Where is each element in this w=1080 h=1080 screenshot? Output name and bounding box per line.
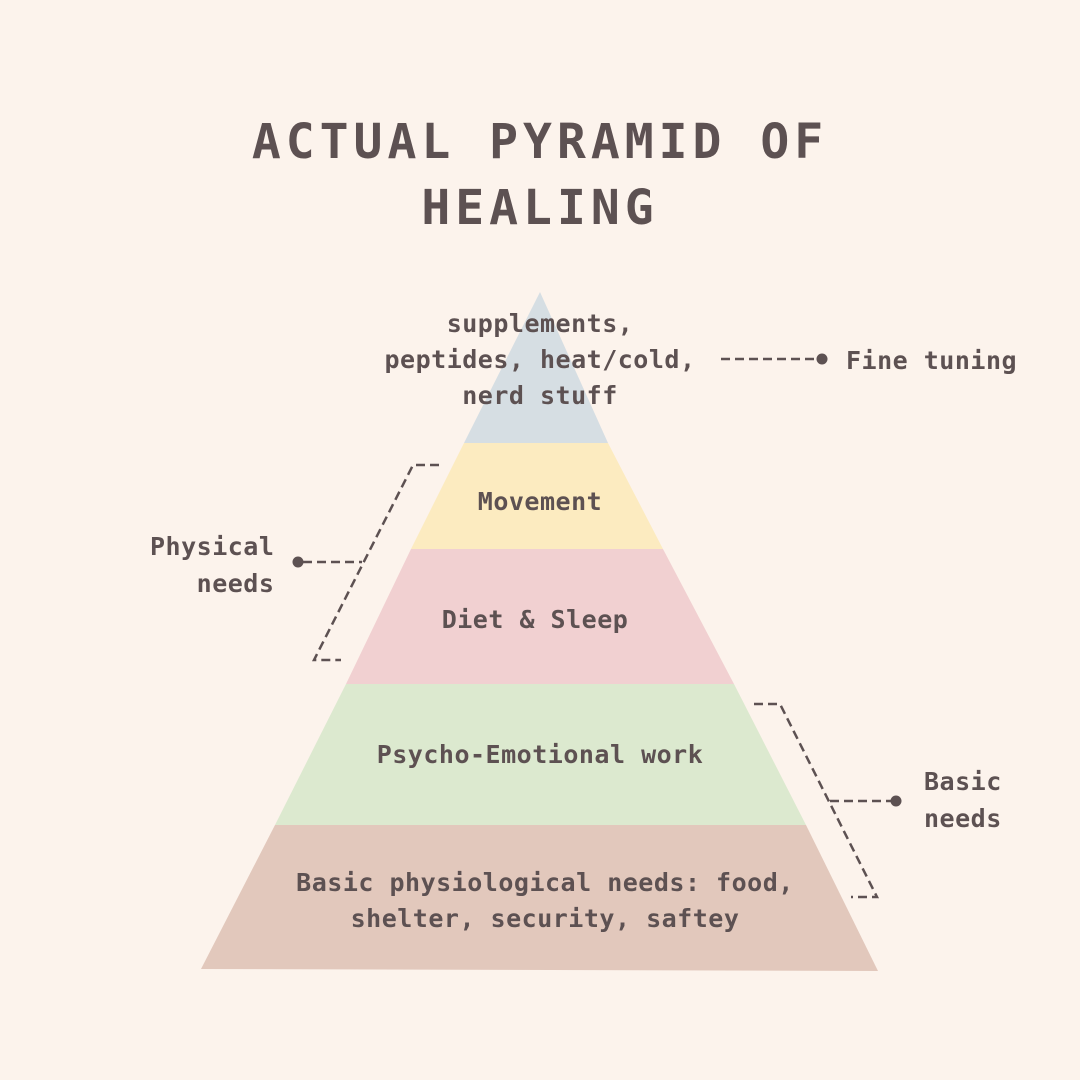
- fine-tuning-connector: [721, 353, 828, 365]
- tier-psycho-shape: [275, 684, 806, 825]
- tier-basic-label-line-1: Basic physiological needs: food,: [296, 868, 794, 897]
- physical-needs-line-2: needs: [196, 569, 275, 598]
- tier-movement-label: Movement: [477, 487, 603, 516]
- tier-diet-label: Diet & Sleep: [441, 605, 629, 634]
- physical-needs-line-1: Physical: [150, 532, 275, 561]
- physical-needs-annotation: Physical needs: [150, 528, 274, 602]
- tier-diet-shape: [346, 549, 734, 684]
- tier-top-label-line-1: supplements,: [446, 309, 634, 338]
- basic-needs-annotation: Basic needs: [924, 763, 1002, 837]
- physical-needs-bracket: [292, 463, 439, 662]
- tier-top-label-line-3: nerd stuff: [462, 381, 618, 410]
- tier-top-shape: [464, 292, 608, 443]
- fine-tuning-annotation: Fine tuning: [846, 346, 1018, 375]
- tier-basic-shape: [201, 825, 878, 971]
- tier-psycho-label: Psycho-Emotional work: [376, 740, 704, 769]
- pyramid-title-line-1: ACTUAL PYRAMID OF: [251, 114, 829, 170]
- basic-needs-line-1: Basic: [924, 767, 1002, 796]
- basic-needs-bracket: [754, 702, 902, 899]
- basic-needs-connector-dot: [890, 795, 902, 807]
- tier-top-label: supplements, peptides, heat/cold, nerd s…: [380, 306, 700, 414]
- pyramid-title-line-2: HEALING: [421, 180, 659, 236]
- tier-movement-shape: [411, 443, 663, 549]
- fine-tuning-connector-dot: [816, 353, 828, 365]
- physical-needs-connector-dot: [292, 556, 304, 568]
- basic-needs-line-2: needs: [924, 804, 1002, 833]
- tier-top-label-line-2: peptides, heat/cold,: [384, 345, 696, 374]
- tier-basic-label: Basic physiological needs: food, shelter…: [250, 865, 840, 937]
- tier-basic-label-line-2: shelter, security, saftey: [350, 904, 740, 933]
